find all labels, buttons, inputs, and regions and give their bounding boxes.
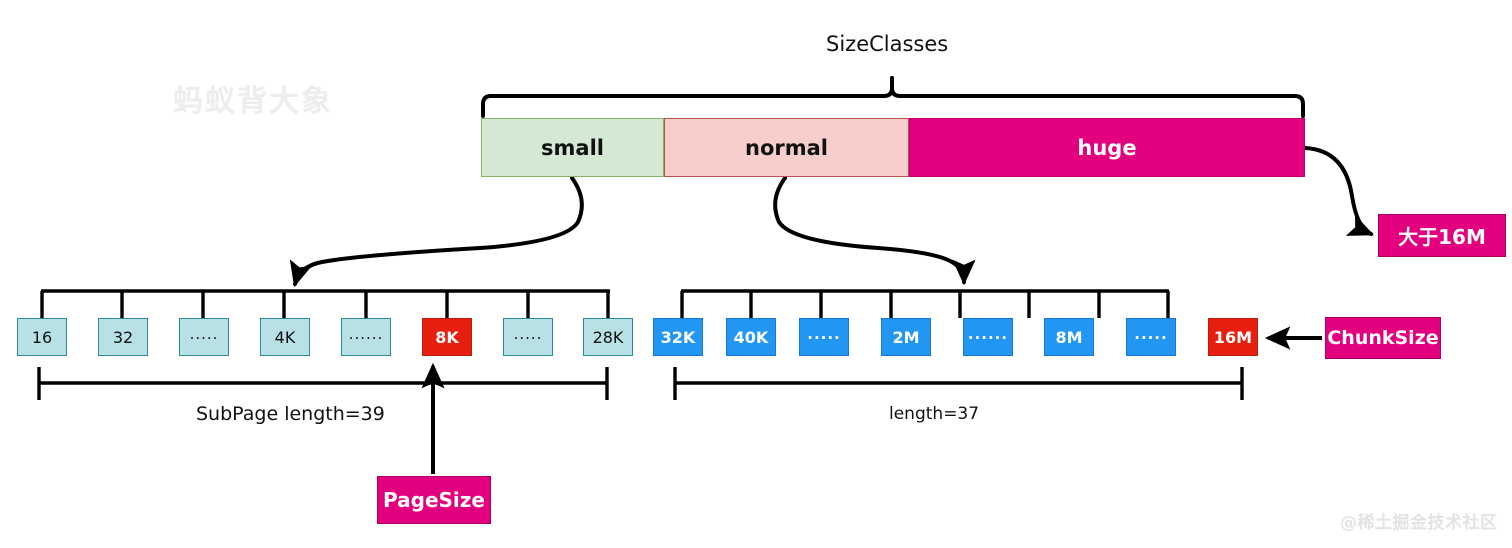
normal-cell-ellipsis-1: .....	[799, 318, 849, 356]
size-classes-brace	[481, 76, 1305, 118]
normal-length-label: length=37	[889, 404, 980, 424]
normal-cell-ellipsis-2: ......	[963, 318, 1013, 356]
tag-page-size[interactable]: PageSize	[377, 476, 491, 524]
small-cell-8k[interactable]: 8K	[422, 318, 472, 356]
small-cell-4k[interactable]: 4K	[260, 318, 310, 356]
tag-chunk-size[interactable]: ChunkSize	[1325, 317, 1441, 359]
normal-cell-2m[interactable]: 2M	[881, 318, 931, 356]
size-class-segment-huge[interactable]: huge	[909, 118, 1305, 177]
small-cell-ellipsis-2: ......	[341, 318, 391, 356]
normal-to-normalrow-arrow	[773, 176, 976, 286]
small-cell-ellipsis-3: .....	[503, 318, 553, 356]
tag-over-16m[interactable]: 大于16M	[1378, 214, 1506, 257]
length37-measure-bracket	[673, 367, 1244, 400]
subpage-length-label: SubPage length=39	[196, 403, 385, 425]
small-cell-32[interactable]: 32	[98, 318, 148, 356]
small-cell-28k[interactable]: 28K	[583, 318, 633, 356]
normal-cell-16m[interactable]: 16M	[1208, 318, 1258, 356]
normal-cell-32k[interactable]: 32K	[653, 318, 703, 356]
normal-cell-ellipsis-3: .....	[1126, 318, 1176, 356]
small-row-comb	[40, 289, 610, 318]
size-class-segment-normal[interactable]: normal	[664, 118, 909, 177]
watermark-bottom-right: @稀土掘金技术社区	[1340, 513, 1498, 533]
size-class-segment-small[interactable]: small	[481, 118, 664, 177]
normal-cell-8m[interactable]: 8M	[1044, 318, 1094, 356]
page-title: SizeClasses	[826, 32, 949, 56]
small-cell-16[interactable]: 16	[17, 318, 67, 356]
subpage-measure-bracket	[37, 367, 609, 400]
small-cell-ellipsis-1: .....	[179, 318, 229, 356]
huge-to-over16m-arrow	[1303, 146, 1374, 236]
normal-cell-40k[interactable]: 40K	[726, 318, 776, 356]
normal-row-comb	[680, 289, 1170, 318]
watermark-top-left: 蚂蚁背大象	[173, 84, 333, 119]
small-to-smallrow-arrow	[289, 176, 584, 288]
